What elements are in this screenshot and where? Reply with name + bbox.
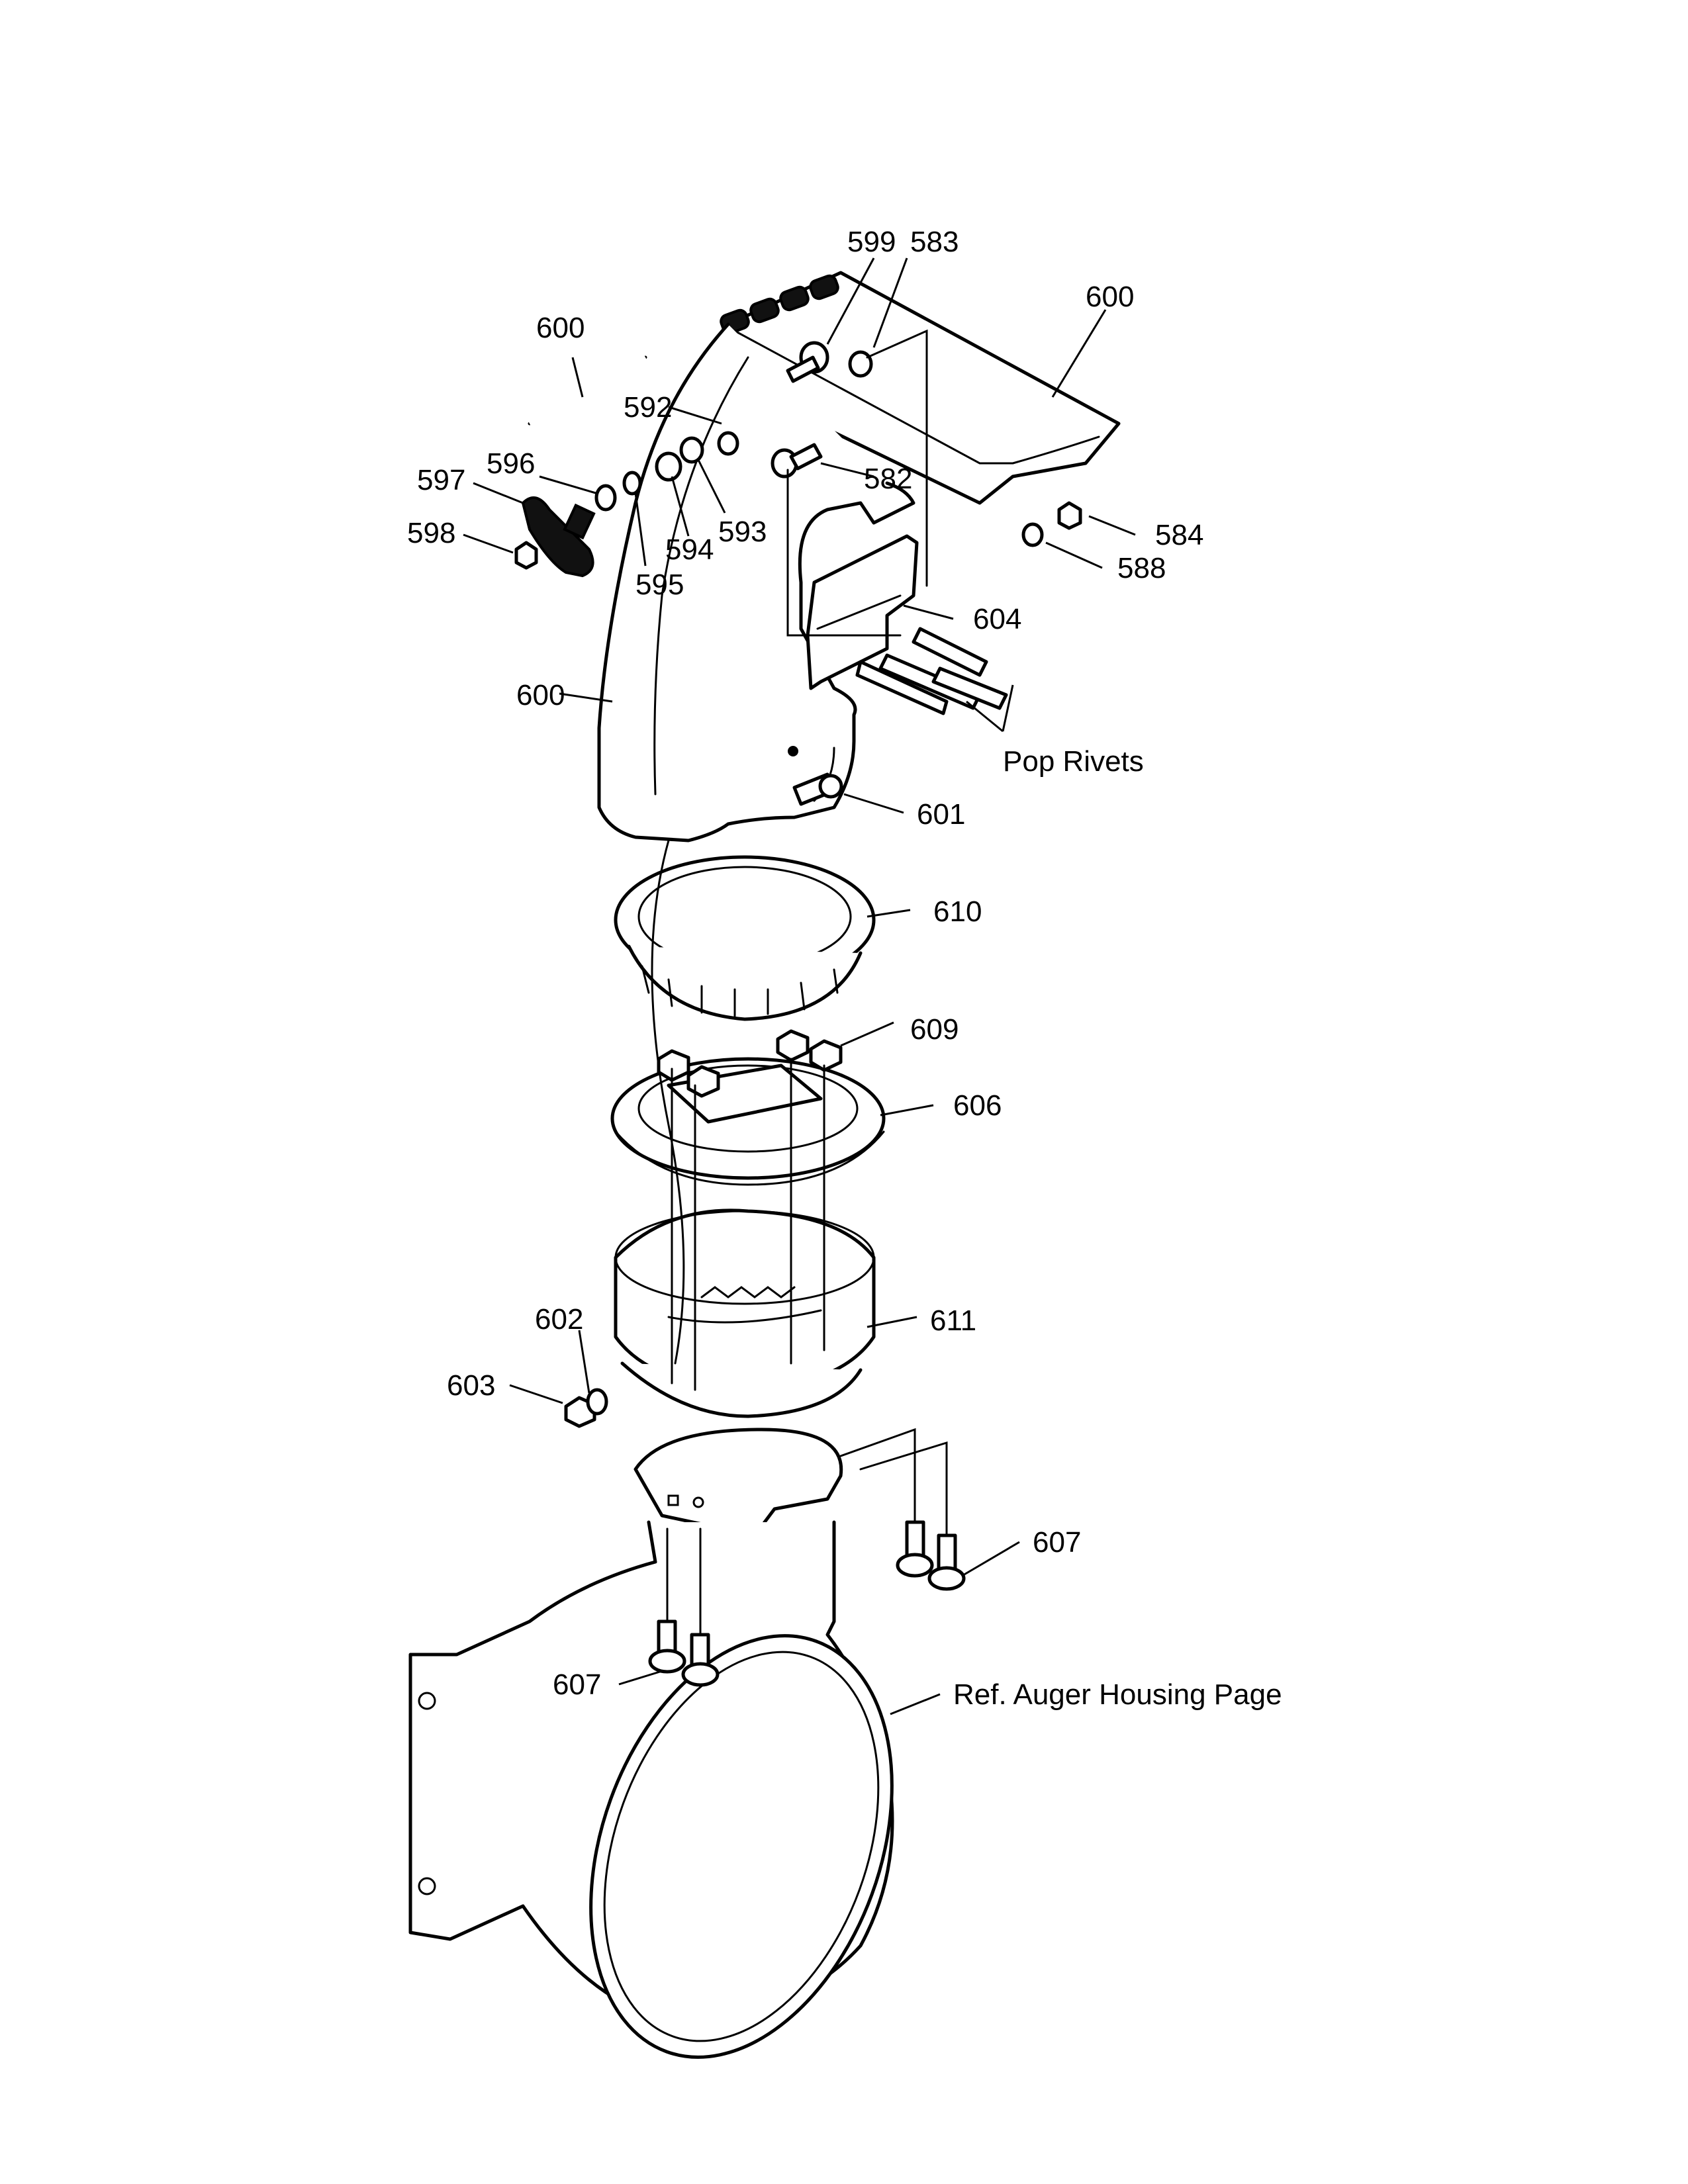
callout-592: 592 bbox=[624, 391, 672, 424]
callout-583: 583 bbox=[910, 226, 959, 258]
callout-602: 602 bbox=[535, 1303, 583, 1336]
callout-593: 593 bbox=[718, 516, 767, 548]
callout-610: 610 bbox=[933, 895, 982, 928]
callout-pop-rivets: Pop Rivets bbox=[1003, 745, 1144, 778]
callout-600-deflector: 600 bbox=[1086, 281, 1134, 313]
callout-603: 603 bbox=[447, 1369, 495, 1402]
callout-582: 582 bbox=[864, 463, 912, 495]
callout-588: 588 bbox=[1117, 552, 1166, 584]
callout-604: 604 bbox=[973, 603, 1021, 635]
callout-607-left: 607 bbox=[553, 1668, 601, 1701]
callout-ref-auger-housing: Ref. Auger Housing Page bbox=[953, 1678, 1282, 1711]
callout-600-chute: 600 bbox=[516, 679, 565, 711]
callout-595: 595 bbox=[635, 569, 684, 601]
discharge-chute-part bbox=[597, 322, 915, 842]
callout-584: 584 bbox=[1155, 519, 1203, 551]
deflector-bracket-part bbox=[806, 534, 919, 690]
fastener-hardware bbox=[514, 341, 1082, 806]
washer-602-part bbox=[586, 1388, 608, 1416]
callout-597: 597 bbox=[417, 464, 465, 496]
knob-part bbox=[521, 496, 594, 578]
callout-611: 611 bbox=[930, 1304, 976, 1337]
assembly-lines bbox=[651, 329, 948, 1636]
callout-599: 599 bbox=[847, 226, 896, 258]
upper-ring-part bbox=[614, 855, 876, 1021]
callout-594: 594 bbox=[665, 533, 714, 566]
callout-598: 598 bbox=[407, 517, 455, 549]
pop-rivets-part bbox=[855, 627, 1008, 715]
callout-596: 596 bbox=[487, 447, 535, 480]
callout-609: 609 bbox=[910, 1013, 959, 1046]
lower-plate-part bbox=[633, 1428, 843, 1537]
callout-601: 601 bbox=[917, 798, 965, 831]
ring-gear-part bbox=[614, 1208, 876, 1418]
auger-housing-tube-part bbox=[408, 1520, 894, 2059]
callout-606: 606 bbox=[953, 1089, 1002, 1122]
leader-lines bbox=[463, 257, 1136, 1715]
callout-600-rod: 600 bbox=[536, 312, 585, 344]
screws-607-part bbox=[648, 1520, 966, 1687]
callout-607-right: 607 bbox=[1033, 1526, 1081, 1559]
mounting-plate-ring-part bbox=[610, 1029, 886, 1186]
